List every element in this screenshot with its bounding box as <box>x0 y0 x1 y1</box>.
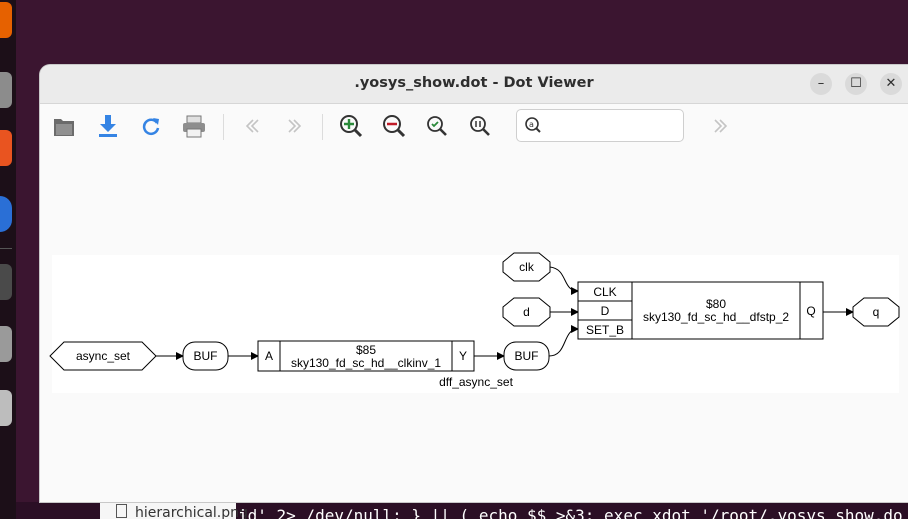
search-input[interactable] <box>543 114 679 138</box>
graph-canvas[interactable]: async_set BUF A $85 sky130_fd_sc_hd__clk… <box>40 149 908 502</box>
output-port-q[interactable]: q <box>852 297 900 327</box>
close-button[interactable]: ✕ <box>880 73 902 95</box>
help-icon[interactable] <box>0 196 12 232</box>
open-button[interactable] <box>49 111 79 141</box>
cell-type: sky130_fd_sc_hd__dfstp_2 <box>643 310 789 324</box>
buffer-node[interactable]: BUF <box>503 341 550 371</box>
close-icon: ✕ <box>885 76 897 91</box>
cell-clkinv[interactable]: A $85 sky130_fd_sc_hd__clkinv_1 Y <box>257 340 475 372</box>
forward-icon <box>288 119 302 133</box>
reload-icon <box>142 118 160 135</box>
port-label: async_set <box>76 349 131 363</box>
zoom-out-icon <box>383 115 406 138</box>
svg-text:a: a <box>529 120 534 129</box>
firefox-icon[interactable] <box>0 2 12 38</box>
terminal-command: id' 2> /dev/null; } || ( echo $$ >&3; ex… <box>238 506 903 519</box>
cell-pin-label: Y <box>459 349 467 363</box>
cell-pin-label: SET_B <box>586 323 624 337</box>
search-icon: a <box>525 117 541 133</box>
dot-viewer-window: .yosys_show.dot - Dot Viewer – ☐ ✕ <box>40 65 908 502</box>
back-button[interactable] <box>237 111 267 141</box>
buffer-label: BUF <box>515 349 539 363</box>
terminal-file-name: hierarchical.png <box>135 505 248 519</box>
input-port-clk[interactable]: clk <box>502 252 551 282</box>
forward-button[interactable] <box>280 111 310 141</box>
titlebar[interactable]: .yosys_show.dot - Dot Viewer – ☐ ✕ <box>40 65 908 104</box>
back-icon <box>245 119 259 133</box>
edge <box>548 325 579 357</box>
cell-pin-label: D <box>601 304 610 318</box>
app-center-icon[interactable] <box>0 130 12 166</box>
text-editor-icon[interactable] <box>0 390 12 426</box>
find-next-button[interactable] <box>706 111 736 141</box>
zoom-100-button[interactable] <box>465 111 495 141</box>
dock <box>0 0 16 519</box>
terminal-icon[interactable] <box>0 264 12 300</box>
zoom-fit-button[interactable] <box>422 111 452 141</box>
maximize-button[interactable]: ☐ <box>845 73 867 95</box>
graph-drawing: async_set BUF A $85 sky130_fd_sc_hd__clk… <box>49 252 900 393</box>
cell-pin-label: CLK <box>593 285 616 299</box>
files-icon[interactable] <box>0 72 12 108</box>
edge <box>549 266 579 295</box>
zoom-out-button[interactable] <box>379 111 409 141</box>
settings-icon[interactable] <box>0 326 12 362</box>
input-port-d[interactable]: d <box>502 297 551 327</box>
buffer-label: BUF <box>194 349 218 363</box>
background-terminal: hierarchical.png id' 2> /dev/null; } || … <box>16 502 908 519</box>
window-title: .yosys_show.dot - Dot Viewer <box>354 75 594 91</box>
port-label: clk <box>519 260 535 274</box>
save-button[interactable] <box>93 111 123 141</box>
print-button[interactable] <box>179 111 209 141</box>
save-icon <box>99 115 117 137</box>
minimize-button[interactable]: – <box>810 73 832 95</box>
terminal-file-entry: hierarchical.png <box>100 502 248 519</box>
find-next-icon <box>714 119 728 133</box>
reload-button[interactable] <box>136 111 166 141</box>
zoom-in-icon <box>340 115 363 138</box>
cell-pin-label: A <box>265 349 273 363</box>
maximize-icon: ☐ <box>850 76 862 91</box>
print-icon <box>183 115 205 138</box>
port-label: d <box>523 305 530 319</box>
toolbar-separator <box>322 114 323 140</box>
cell-pin-label: Q <box>806 304 815 318</box>
buffer-node[interactable]: BUF <box>182 341 229 371</box>
zoom-fit-icon <box>427 116 447 136</box>
cell-type: sky130_fd_sc_hd__clkinv_1 <box>291 356 441 370</box>
module-label: dff_async_set <box>439 375 513 389</box>
file-icon <box>116 504 127 518</box>
toolbar-separator <box>223 114 224 140</box>
toolbar: a <box>40 104 908 148</box>
minimize-icon: – <box>817 76 825 91</box>
cell-id: $80 <box>706 297 726 311</box>
zoom-in-button[interactable] <box>336 111 366 141</box>
port-label: q <box>873 305 880 319</box>
cell-dfstp[interactable]: CLK D SET_B $80 sky130_fd_sc_hd__dfstp_2… <box>577 281 824 340</box>
open-folder-icon <box>54 119 74 136</box>
input-port-async_set[interactable]: async_set <box>49 341 157 371</box>
zoom-100-icon <box>470 116 490 136</box>
search-field[interactable]: a <box>516 109 684 142</box>
cell-id: $85 <box>356 343 376 357</box>
dock-separator <box>0 248 12 249</box>
